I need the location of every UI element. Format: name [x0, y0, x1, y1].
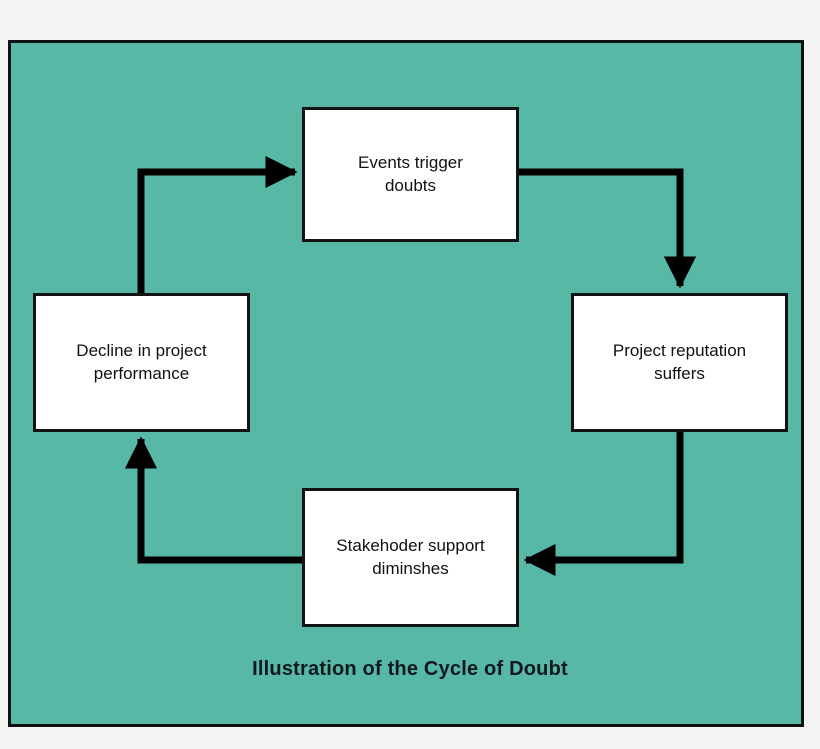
diagram-title: Illustration of the Cycle of Doubt	[252, 658, 568, 680]
node-label: Decline in project performance	[76, 340, 207, 383]
node-label: Project reputation suffers	[612, 340, 747, 383]
node-events-trigger-doubts[interactable]: Events trigger doubts	[302, 107, 519, 242]
node-label: Events trigger doubts	[358, 152, 463, 195]
node-decline-in-project-performance[interactable]: Decline in project performance	[33, 293, 250, 432]
node-project-reputation-suffers[interactable]: Project reputation suffers	[571, 293, 788, 432]
node-label: Stakehoder support diminshes	[336, 535, 485, 578]
node-stakeholder-support-diminishes[interactable]: Stakehoder support diminshes	[302, 488, 519, 627]
